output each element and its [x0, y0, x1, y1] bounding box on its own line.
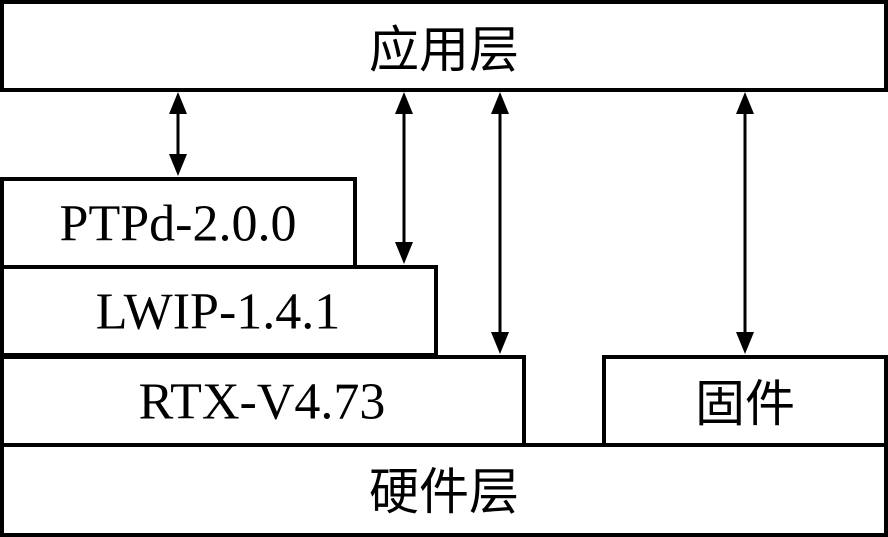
hardware-layer-label: 硬件层 — [369, 463, 519, 521]
arrow-application-firmware — [736, 92, 754, 354]
arrow-head-down — [736, 332, 754, 354]
arrow-application-lwip — [395, 92, 413, 264]
ptpd-layer: PTPd-2.0.0 — [0, 177, 357, 269]
arrow-head-up — [395, 92, 413, 114]
arrow-head-down — [395, 242, 413, 264]
ptpd-layer-label: PTPd-2.0.0 — [60, 196, 297, 253]
lwip-layer: LWIP-1.4.1 — [0, 265, 438, 357]
firmware-block-label: 固件 — [695, 375, 795, 433]
application-layer-label: 应用层 — [369, 21, 519, 79]
arrow-head-up — [169, 92, 187, 114]
arrow-application-rtx — [491, 92, 509, 354]
arrow-head-up — [736, 92, 754, 114]
lwip-layer-label: LWIP-1.4.1 — [96, 284, 341, 341]
firmware-block: 固件 — [602, 355, 888, 447]
rtx-layer: RTX-V4.73 — [0, 355, 526, 447]
arrow-head-down — [169, 154, 187, 176]
hardware-layer: 硬件层 — [0, 443, 888, 537]
arrow-application-ptpd — [169, 92, 187, 176]
arrow-head-up — [491, 92, 509, 114]
application-layer: 应用层 — [0, 0, 888, 92]
rtx-layer-label: RTX-V4.73 — [139, 374, 386, 431]
arrow-head-down — [491, 332, 509, 354]
